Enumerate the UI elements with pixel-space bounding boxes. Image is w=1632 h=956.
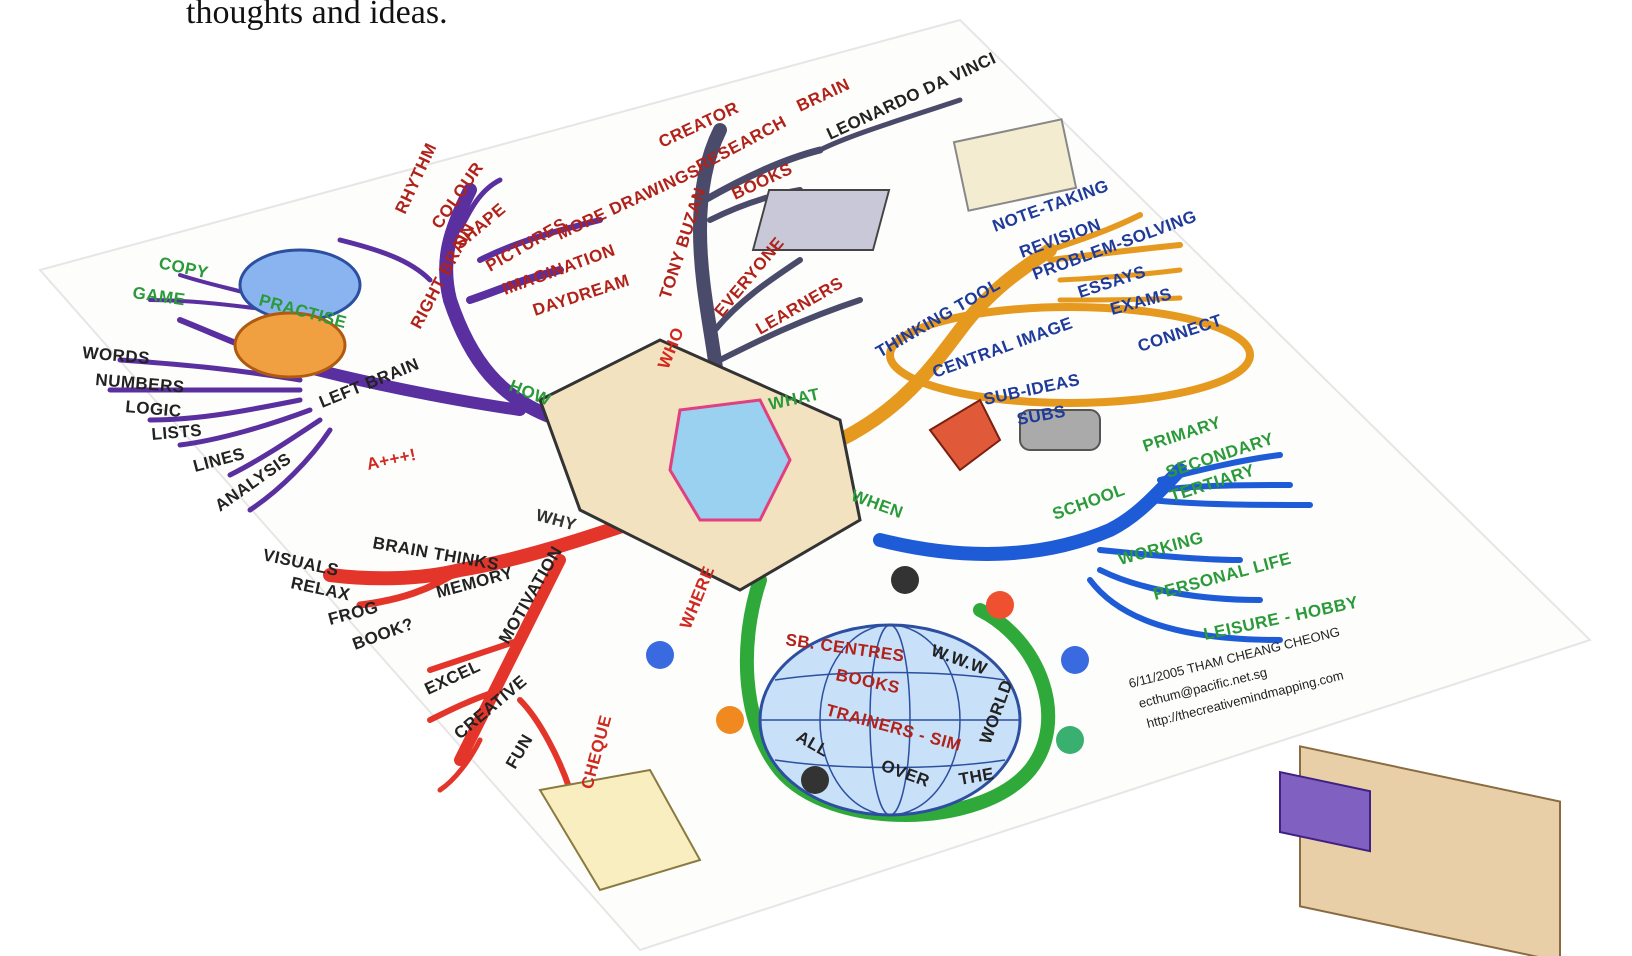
cheque-drawing xyxy=(538,768,702,892)
building-drawing xyxy=(1299,745,1561,956)
label-lists: LISTS xyxy=(151,421,203,444)
label-logic: LOGIC xyxy=(125,397,183,421)
caption-text: thoughts and ideas. xyxy=(186,0,448,31)
books-drawing xyxy=(751,189,891,251)
people-figures xyxy=(646,566,1089,794)
nuts-drawing xyxy=(1019,409,1101,451)
when-branch xyxy=(873,452,1313,643)
papers-drawing xyxy=(952,118,1078,212)
central-bulb xyxy=(668,398,792,522)
building-roof xyxy=(1279,770,1371,853)
left-brain-drawing xyxy=(233,311,347,379)
globe-grid xyxy=(760,624,1020,816)
why-branch xyxy=(323,513,647,793)
wrench-drawing xyxy=(928,398,1002,472)
what-branch xyxy=(833,212,1254,447)
